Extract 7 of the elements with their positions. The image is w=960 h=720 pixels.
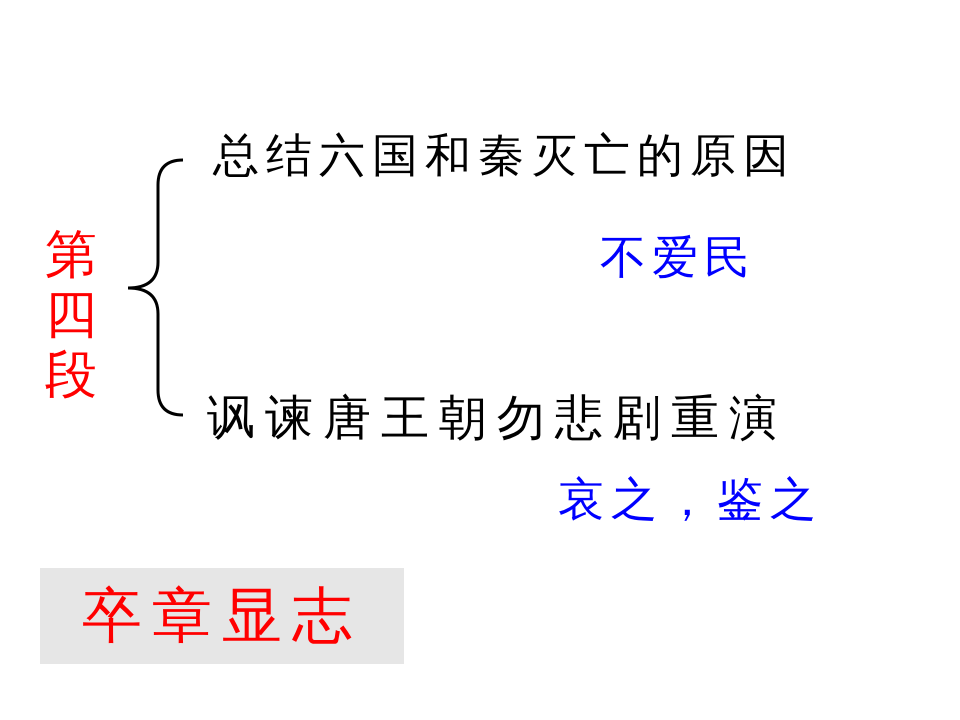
note-text: 不爱民 bbox=[600, 232, 756, 283]
note-text: 哀之，鉴之 bbox=[558, 474, 823, 525]
highlight-text: 卒章显志 bbox=[82, 580, 362, 652]
section-label: 第四段 bbox=[45, 226, 98, 406]
point-text: 总结六国和秦灭亡的原因 bbox=[213, 130, 796, 181]
highlight-box bbox=[40, 568, 404, 664]
point-text: 讽谏唐王朝勿悲剧重演 bbox=[207, 392, 787, 445]
